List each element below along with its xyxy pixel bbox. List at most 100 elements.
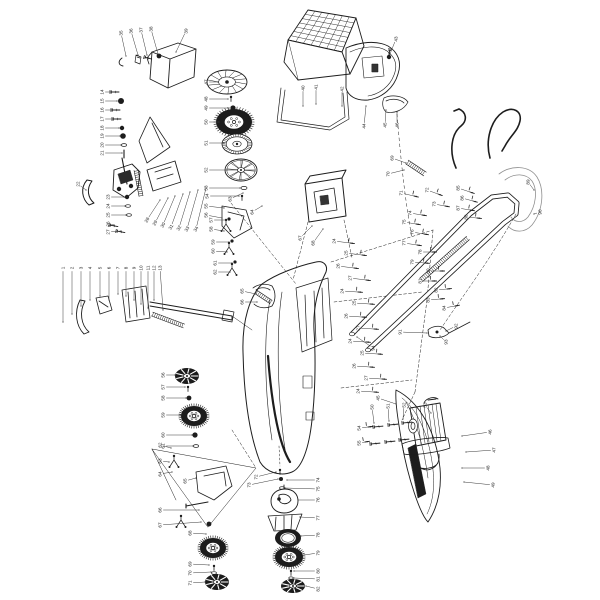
callout-70-132: 70 (188, 570, 212, 576)
callout-label: 47 (492, 447, 497, 453)
callout-label: 26 (106, 221, 111, 227)
callout-46-45: 46 (395, 111, 400, 128)
callout-label: 27 (356, 325, 361, 331)
upper-handle-grip (498, 167, 543, 232)
callout-label: 51 (204, 140, 209, 146)
callout-label: 78 (418, 249, 423, 255)
callout-label: 35 (119, 30, 124, 36)
callout-63-125: 63 (158, 458, 170, 464)
callout-28-27: 28 (144, 199, 161, 223)
callout-label: 56 (161, 372, 166, 378)
callout-56-55: 56 (204, 212, 223, 219)
adapter-pin (277, 497, 281, 501)
callout-81-143: 81 (293, 576, 321, 582)
callout-72-134: 72 (254, 471, 277, 480)
v-bracket (226, 262, 238, 276)
callout-label: 52 (204, 167, 209, 173)
callout-54-116: 54 (357, 422, 373, 431)
callout-36-35: 36 (129, 28, 139, 56)
motor-bolt (398, 438, 410, 442)
callout-55-54: 55 (204, 203, 225, 209)
callout-label: 40 (301, 85, 306, 91)
callout-label: 74 (316, 477, 321, 483)
callout-93-92: 93 (439, 335, 449, 345)
callout-61-123: 61 (161, 443, 194, 449)
callout-37-36: 37 (139, 27, 148, 56)
callout-label: 46 (395, 122, 400, 128)
hook-clip (118, 57, 124, 67)
rack-hatch (254, 290, 273, 304)
callout-label: 65 (240, 288, 245, 294)
callout-label: 24 (356, 388, 361, 394)
deck-slot (302, 375, 315, 421)
callout-label: 13 (158, 265, 163, 271)
callout-label: 94 (371, 345, 376, 351)
callout-35-34: 35 (119, 30, 127, 57)
callout-label: 24 (348, 338, 353, 344)
callout-label: 39 (184, 28, 189, 34)
callout-label: 23 (106, 194, 111, 200)
callout-87-86: 87 (456, 204, 475, 212)
callout-label: 90 (538, 209, 543, 215)
callout-label: 74 (408, 210, 413, 216)
callout-label: 71 (188, 580, 193, 586)
callout-label: 63 (228, 196, 233, 202)
callout-71-133: 71 (188, 580, 206, 586)
callout-19-18: 19 (100, 133, 121, 139)
pivot-ball (120, 133, 126, 139)
callout-2-1: 2 (70, 266, 75, 315)
callout-58-57: 58 (209, 226, 225, 232)
bracket-bolt (233, 260, 237, 264)
screw (115, 229, 126, 234)
callout-53-115: 53 (423, 402, 432, 414)
callout-82-81: 82 (434, 284, 452, 293)
callout-21-20: 21 (100, 150, 123, 156)
callout-label: 24 (106, 203, 111, 209)
callout-44-43: 44 (362, 105, 367, 129)
motor-bolt (401, 421, 413, 425)
callout-label: 86 (460, 195, 465, 201)
callout-39-38: 39 (175, 28, 189, 53)
callout-label: 48 (204, 96, 209, 102)
callout-label: 24 (340, 288, 345, 294)
v-bracket (175, 514, 187, 528)
callout-25-103: 25 (360, 348, 383, 356)
callout-label: 28 (144, 216, 151, 223)
grass-bag (283, 9, 365, 81)
callout-11-10: 11 (146, 265, 151, 309)
callout-label: 1 (61, 266, 66, 269)
callout-43-42: 43 (389, 36, 399, 55)
ball (124, 194, 130, 200)
callout-34-33: 34 (193, 187, 207, 232)
side-strip (382, 95, 409, 113)
callout-45-44: 45 (383, 109, 388, 128)
battery-box (149, 42, 197, 89)
callout-label: 32 (176, 224, 183, 231)
callout-50-49: 50 (204, 119, 220, 125)
callout-label: 67 (158, 522, 163, 528)
callout-61-60: 61 (213, 260, 233, 266)
callout-80-79: 80 (426, 265, 445, 274)
callout-label: 16 (100, 107, 105, 113)
callout-15-14: 15 (100, 98, 118, 104)
screw (143, 55, 153, 60)
motor-boss-inner (410, 422, 416, 430)
callout-51-113: 51 (386, 403, 391, 422)
callout-68-130: 68 (188, 530, 207, 536)
callout-label: 46 (488, 429, 493, 435)
callout-25-99: 25 (352, 298, 375, 306)
callout-7-6: 7 (116, 266, 121, 295)
callout-label: 85 (456, 185, 461, 191)
callout-label: 91 (398, 329, 403, 335)
screw (108, 223, 119, 228)
rear-door-inner (349, 46, 397, 97)
callout-label: 26 (336, 263, 341, 269)
callout-79-141: 79 (303, 550, 321, 556)
link-rod (149, 301, 233, 321)
switch-housing (146, 160, 182, 192)
callout-label: 27 (348, 275, 353, 281)
washer (193, 444, 199, 448)
callout-66-65: 66 (240, 299, 258, 305)
callout-26-96: 26 (336, 262, 359, 270)
callout-label: 66 (158, 507, 163, 513)
